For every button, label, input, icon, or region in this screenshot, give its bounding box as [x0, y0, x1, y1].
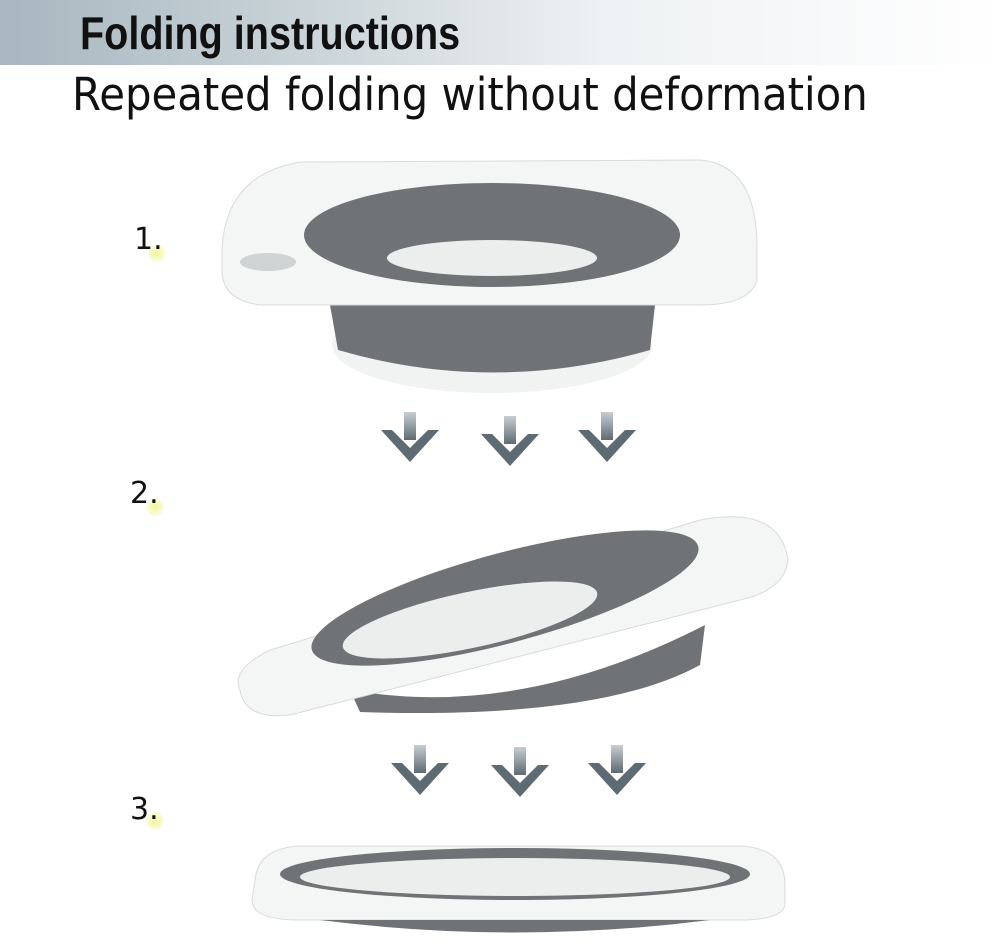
- down-arrow-icon: [391, 745, 449, 795]
- down-arrow-icon: [481, 416, 539, 466]
- down-arrow-icon: [578, 412, 636, 462]
- step-3-highlight: [146, 812, 164, 830]
- header-banner: [0, 0, 1004, 65]
- bowl-step-2: [237, 516, 789, 717]
- down-arrow-icon: [381, 412, 439, 462]
- down-arrow-icon: [491, 747, 549, 797]
- step-1-label: 1.: [134, 222, 163, 257]
- arrows-row-2: [391, 745, 646, 797]
- step-2-label: 2.: [130, 476, 159, 511]
- page-subtitle: Repeated folding without deformation: [72, 68, 868, 121]
- arrows-row-1: [381, 412, 636, 466]
- step-3-label: 3.: [130, 792, 159, 827]
- step-2-highlight: [146, 498, 164, 516]
- step-1-highlight: [148, 244, 166, 262]
- bowl-step-3: [251, 845, 786, 933]
- down-arrow-icon: [588, 745, 646, 795]
- page-title: Folding instructions: [80, 7, 461, 59]
- bowl-step-1: [221, 159, 758, 393]
